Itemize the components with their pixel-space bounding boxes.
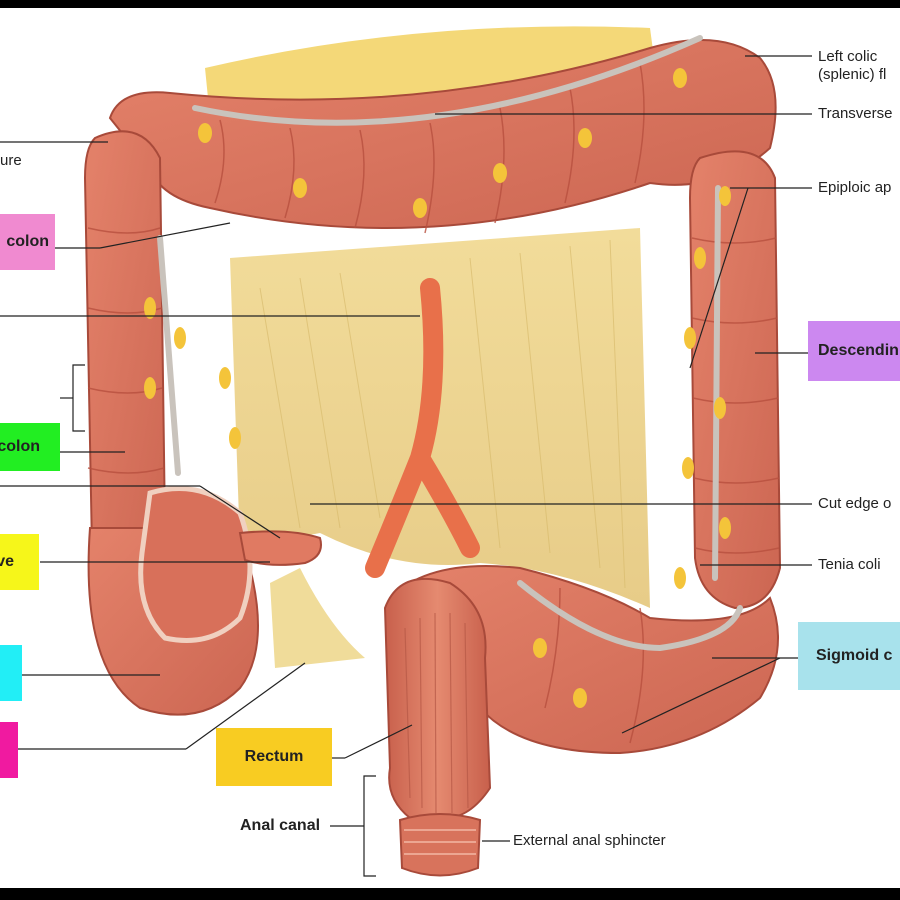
sigmoid-colon-label-text: Sigmoid c — [816, 647, 893, 664]
external-anal-sphincter-label: External anal sphincter — [513, 832, 666, 849]
colon-label-pink-text: colon — [6, 233, 49, 250]
left-colic-line-1: Left colic — [818, 48, 878, 65]
cut-edge-label: Cut edge o — [818, 495, 892, 512]
flexure-left-label: ure — [0, 152, 22, 169]
left-colic-line-2: (splenic) fl — [818, 66, 887, 83]
label-yellow-left-text: ve — [0, 553, 14, 570]
transverse-colon-label: Transverse — [818, 105, 893, 122]
rectum-label-text: Rectum — [244, 748, 304, 765]
rectum-label: Rectum — [216, 728, 332, 786]
cecum-cut — [138, 486, 253, 643]
label-magenta-left — [0, 722, 18, 778]
transverse-colon — [108, 39, 777, 229]
tenia-coli-label: Tenia coli — [818, 556, 881, 573]
left-colic-flexure-label: Left colic (splenic) fl — [818, 48, 886, 84]
descending-colon-label: Descendin — [808, 321, 900, 381]
appendix-mesentery — [270, 568, 365, 668]
colon-label-green-text: colon — [0, 438, 40, 455]
external-anal-sphincter — [398, 813, 482, 877]
rectum — [383, 577, 492, 819]
ileum — [238, 530, 322, 566]
colon-label-pink: colon — [0, 214, 55, 270]
label-yellow-left: ve — [0, 534, 39, 590]
diagram-frame: colon Descendin colon ve Sigmoid c Rectu… — [0, 8, 900, 888]
descending-colon-label-text: Descendin — [818, 342, 899, 359]
sigmoid-colon-label: Sigmoid c — [798, 622, 900, 690]
mesenteric-artery — [365, 278, 480, 578]
colon-label-green: colon — [0, 423, 60, 471]
mesentery — [230, 228, 650, 608]
descending-colon — [688, 150, 782, 610]
label-cyan-left — [0, 645, 22, 701]
large-intestine-illustration — [0, 26, 812, 877]
anal-canal-label: Anal canal — [240, 817, 321, 834]
epiploic-appendages-label: Epiploic ap — [818, 179, 892, 196]
